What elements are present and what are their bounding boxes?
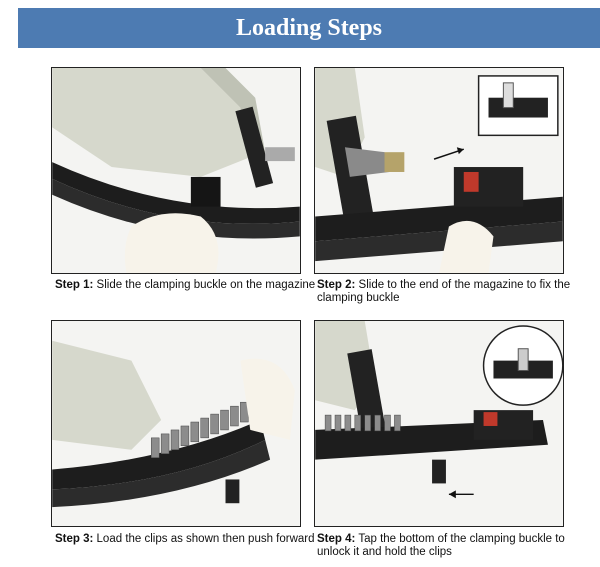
step-2-photo bbox=[314, 67, 564, 274]
step-3-label: Step 3: bbox=[55, 533, 94, 545]
step-1-text: Slide the clamping buckle on the magazin… bbox=[93, 279, 316, 291]
step-3-photo bbox=[51, 320, 301, 527]
step-4-text: Tap the bottom of the clamping buckle to… bbox=[317, 533, 565, 558]
step-4-photo bbox=[314, 320, 564, 527]
step-3-caption: Step 3: Load the clips as shown then pus… bbox=[55, 533, 317, 546]
title-banner: Loading Steps bbox=[18, 8, 600, 48]
step-1-caption: Step 1: Slide the clamping buckle on the… bbox=[55, 279, 317, 292]
step-1-photo bbox=[51, 67, 301, 274]
step-2-caption: Step 2: Slide to the end of the magazine… bbox=[317, 279, 579, 305]
step-4-caption: Step 4: Tap the bottom of the clamping b… bbox=[317, 533, 579, 559]
step-2-label: Step 2: bbox=[317, 279, 356, 291]
step-2-text: Slide to the end of the magazine to fix … bbox=[317, 279, 571, 304]
page-title: Loading Steps bbox=[235, 14, 383, 41]
step-4-label: Step 4: bbox=[317, 533, 356, 545]
step-3-text: Load the clips as shown then push forwar… bbox=[93, 533, 315, 545]
step-1-label: Step 1: bbox=[55, 279, 94, 291]
